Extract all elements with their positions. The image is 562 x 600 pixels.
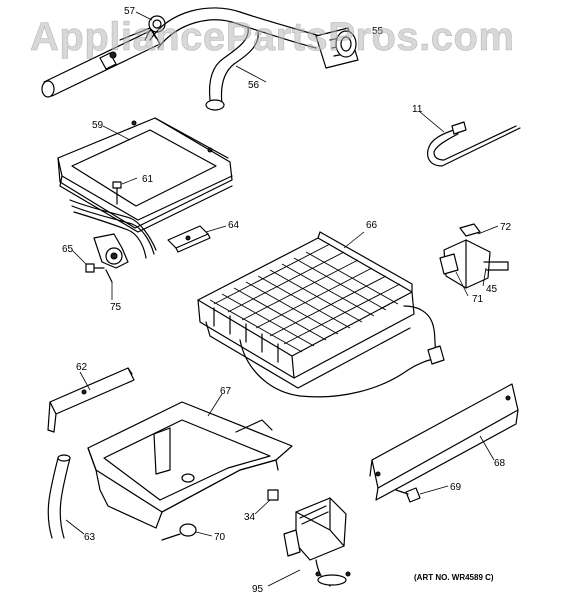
- watermark-text: AppliancePartsPros.com: [30, 15, 515, 59]
- callout-67: 67: [220, 386, 232, 397]
- switch-part-71: [439, 253, 459, 275]
- callout-65: 65: [62, 244, 74, 255]
- callout-61: 61: [142, 174, 154, 185]
- callout-72: 72: [500, 222, 512, 233]
- water-valve-part-55: [315, 27, 359, 69]
- mold-shelf-part-59: [57, 117, 233, 259]
- thermostat-part-75: [93, 233, 129, 283]
- callout-70: 70: [214, 532, 226, 543]
- callout-55: 55: [372, 26, 384, 37]
- leader-lines: [65, 11, 499, 587]
- heater-tube-part-11: [419, 111, 521, 167]
- callout-64: 64: [228, 220, 240, 231]
- callout-11: 11: [412, 104, 423, 115]
- switch-bracket-part-72: [443, 223, 509, 289]
- callout-59: 59: [92, 120, 104, 131]
- screw-part-69: [395, 487, 421, 503]
- art-number: (ART NO. WR4589 C): [414, 573, 494, 582]
- callout-71: 71: [472, 294, 484, 305]
- screw-part-65: [85, 263, 105, 273]
- callout-75: 75: [110, 302, 122, 313]
- callout-68: 68: [494, 458, 506, 469]
- motor-part-95: [283, 497, 351, 587]
- callout-66: 66: [366, 220, 378, 231]
- callout-56: 56: [248, 80, 260, 91]
- callout-95: 95: [252, 584, 264, 595]
- callout-34: 34: [244, 512, 256, 523]
- callout-63: 63: [84, 532, 96, 543]
- front-cover-part-68: [369, 383, 519, 501]
- screw-part-61: [112, 181, 122, 205]
- callout-69: 69: [450, 482, 462, 493]
- callout-45: 45: [486, 284, 498, 295]
- fill-hose-part-56: [149, 7, 321, 111]
- drain-tube-part-63: [47, 454, 71, 539]
- callout-labels: 57 55 56 11 59 61 64 66 72 65 45 71 75 6…: [62, 6, 512, 595]
- bracket-part-62: [47, 367, 135, 433]
- ice-bucket-part-67: [87, 401, 293, 529]
- nut-part-34: [267, 489, 279, 501]
- bracket-part-64: [167, 225, 211, 253]
- callout-62: 62: [76, 362, 88, 373]
- fill-tube-part: [41, 27, 161, 98]
- callout-57: 57: [124, 6, 136, 17]
- ice-mold-rack-part-66: [197, 231, 445, 398]
- cap-part-70: [161, 523, 197, 541]
